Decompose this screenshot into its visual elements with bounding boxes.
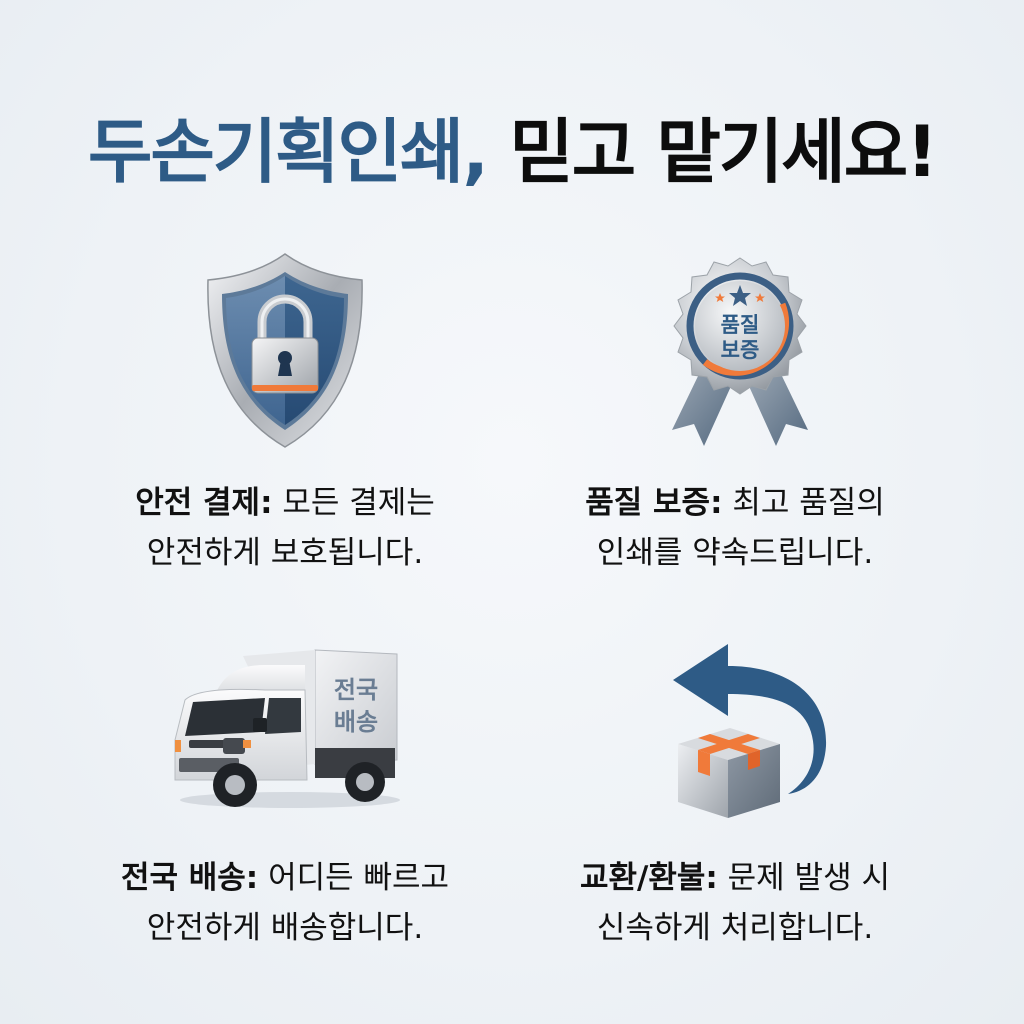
feature-text: 어디든 빠르고 bbox=[258, 860, 450, 896]
brand-name: 두손기획인쇄, bbox=[87, 111, 489, 193]
feature-caption-secure-payment: 안전 결제: 모든 결제는 안전하게 보호됩니다. bbox=[90, 478, 480, 578]
feature-heading: 안전 결제: bbox=[135, 485, 273, 521]
truck-text-line1: 전국 bbox=[334, 676, 378, 704]
return-box-icon bbox=[668, 636, 833, 821]
feature-heading: 품질 보증: bbox=[585, 485, 723, 521]
feature-text: 안전하게 보호됩니다. bbox=[146, 535, 424, 571]
feature-text: 문제 발생 시 bbox=[717, 860, 890, 896]
badge-text-line2: 보증 bbox=[721, 338, 760, 362]
feature-heading: 전국 배송: bbox=[120, 860, 259, 896]
feature-text: 안전하게 배송합니다. bbox=[146, 910, 424, 946]
feature-caption-exchange-refund: 교환/환불: 문제 발생 시 신속하게 처리합니다. bbox=[540, 853, 930, 953]
quality-badge-icon: 품질 보증 bbox=[660, 252, 820, 448]
feature-text: 신속하게 처리합니다. bbox=[596, 910, 874, 946]
feature-heading: 교환/환불: bbox=[580, 860, 718, 896]
truck-text-line2: 배송 bbox=[334, 708, 378, 736]
title-tagline: 믿고 맡기세요! bbox=[486, 111, 938, 193]
feature-caption-nationwide-delivery: 전국 배송: 어디든 빠르고 안전하게 배송합니다. bbox=[90, 853, 480, 953]
page-title: 두손기획인쇄, 믿고 맡기세요! bbox=[0, 102, 1024, 202]
delivery-truck-icon: 전국 배송 bbox=[165, 640, 405, 810]
feature-text: 인쇄를 약속드립니다. bbox=[596, 535, 874, 571]
badge-text-line1: 품질 bbox=[721, 313, 760, 337]
shield-lock-icon bbox=[200, 250, 370, 450]
feature-text: 최고 품질의 bbox=[722, 485, 885, 521]
feature-caption-quality-guarantee: 품질 보증: 최고 품질의 인쇄를 약속드립니다. bbox=[540, 478, 930, 578]
feature-text: 모든 결제는 bbox=[272, 485, 435, 521]
